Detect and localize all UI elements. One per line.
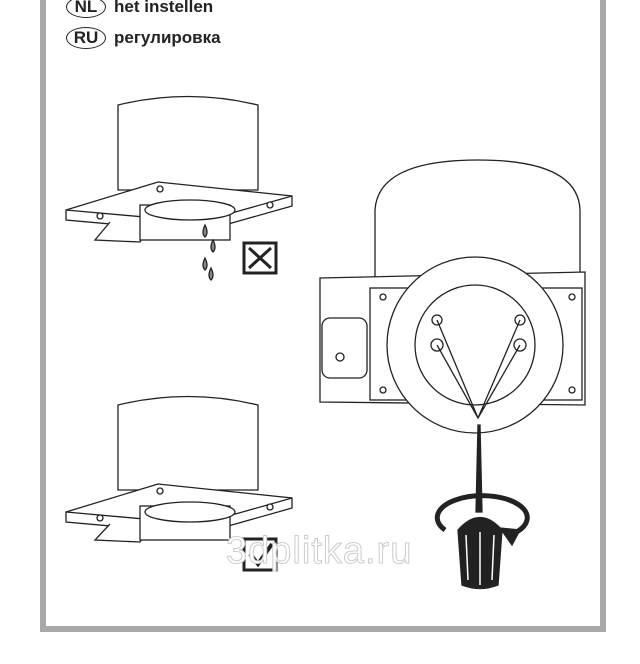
lamp-adjustment-illustration — [319, 159, 586, 434]
language-label: het instellen — [114, 0, 214, 16]
lamp-incorrect-illustration — [65, 95, 293, 281]
cross-box-icon — [242, 241, 278, 275]
lamp-correct-illustration — [65, 395, 293, 543]
language-code-badge: RU — [66, 27, 106, 49]
language-code-badge: NL — [66, 0, 106, 18]
language-row-ru: RU регулировка — [66, 27, 221, 49]
language-row-nl: NL het instellen — [66, 0, 213, 18]
screwdriver-icon — [434, 424, 530, 590]
watermark: 3dplitka.ru — [225, 530, 413, 573]
language-label: регулировка — [114, 28, 221, 47]
page-frame — [40, 0, 606, 632]
check-box-icon — [242, 537, 278, 572]
